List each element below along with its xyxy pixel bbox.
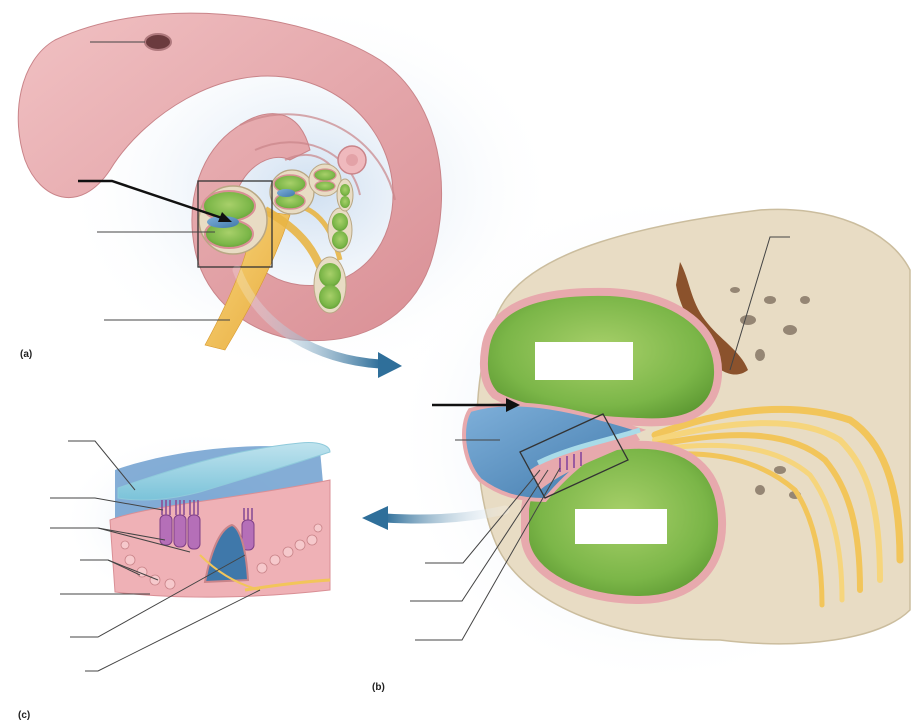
panel-c-organ-of-corti: (c): [18, 430, 340, 721]
stereocilia: [161, 500, 253, 520]
pointer-arrow-a: [78, 179, 232, 222]
leader-line-b1: [729, 236, 790, 371]
cochlear-cross-sections: [198, 163, 354, 314]
outer-hair-cell: [241, 519, 255, 551]
leader-line-b5: [415, 467, 561, 641]
tectorial-membrane: [117, 442, 331, 501]
organ-of-corti-b: [530, 427, 641, 490]
round-window: [144, 33, 172, 51]
modiolus-vessel: [676, 262, 748, 375]
label-box-lower: [575, 509, 667, 544]
inner-hair-cells: [159, 514, 201, 550]
pointer-arrow-b: [432, 398, 520, 412]
leader-line-c3b: [97, 527, 191, 553]
leader-line-c6: [70, 554, 246, 638]
transition-arrow-b-c: [362, 505, 510, 530]
cochlear-duct: [462, 402, 647, 503]
panel-label-b: (b): [372, 682, 385, 693]
cochlear-nerve-fibers: [651, 405, 904, 608]
panel-label-c: (c): [18, 710, 30, 721]
panel-label-a: (a): [20, 349, 32, 360]
zoom-box-b: [519, 413, 629, 499]
label-box-upper: [535, 342, 633, 380]
leader-line-c1: [68, 440, 136, 491]
leader-line-c2: [50, 497, 164, 511]
leader-line-b4: [410, 469, 549, 602]
transition-arrow-a-b: [232, 265, 402, 378]
cochlea-body: [17, 12, 443, 342]
supporting-cells: [120, 523, 323, 590]
leader-line-b3: [425, 469, 541, 564]
leader-line-c4b: [107, 559, 159, 581]
leader-line-c7: [85, 589, 261, 672]
panel-b-cross-section: (b): [372, 190, 917, 693]
panel-a-cochlea: (a): [17, 0, 560, 380]
